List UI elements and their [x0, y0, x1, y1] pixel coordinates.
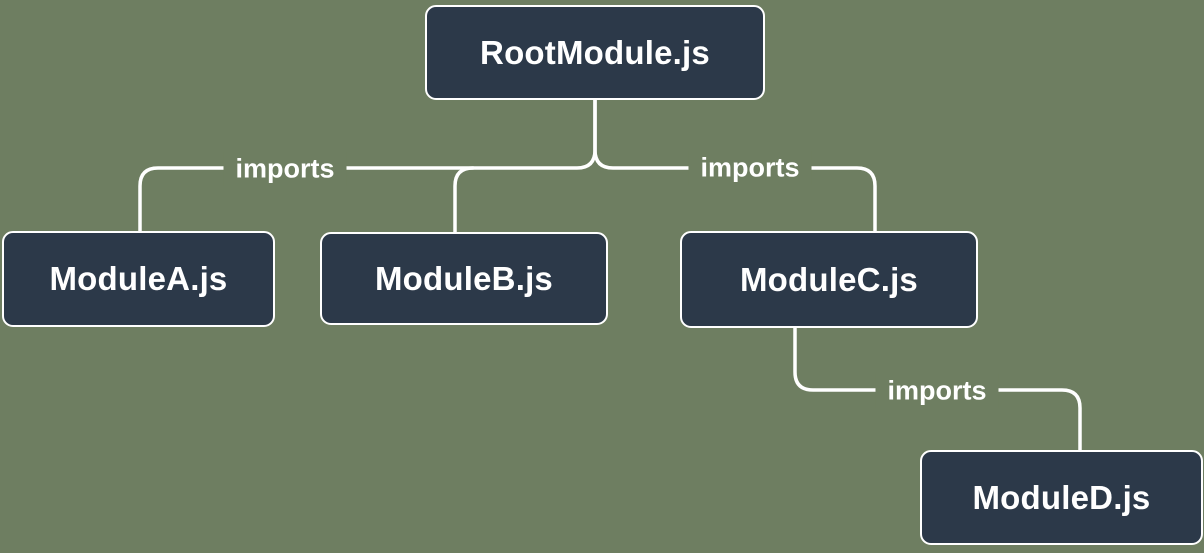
node-module-b: ModuleB.js — [320, 232, 608, 325]
node-module-c: ModuleC.js — [680, 231, 978, 328]
node-module-a-label: ModuleA.js — [49, 260, 228, 297]
node-module-d: ModuleD.js — [920, 450, 1203, 545]
edge-label-imports-bottom: imports — [875, 373, 999, 409]
node-root-module: RootModule.js — [425, 5, 765, 100]
edge-root-to-module-b — [453, 166, 475, 234]
node-module-a: ModuleA.js — [2, 231, 275, 327]
edge-root-to-module-a — [138, 98, 597, 233]
node-module-c-label: ModuleC.js — [739, 260, 918, 298]
edge-label-imports-left: imports — [223, 151, 347, 187]
node-module-b-label: ModuleB.js — [374, 259, 553, 297]
node-module-d-label: ModuleD.js — [972, 478, 1151, 516]
edge-label-imports-right: imports — [688, 150, 812, 186]
node-root-module-label: RootModule.js — [480, 33, 710, 71]
